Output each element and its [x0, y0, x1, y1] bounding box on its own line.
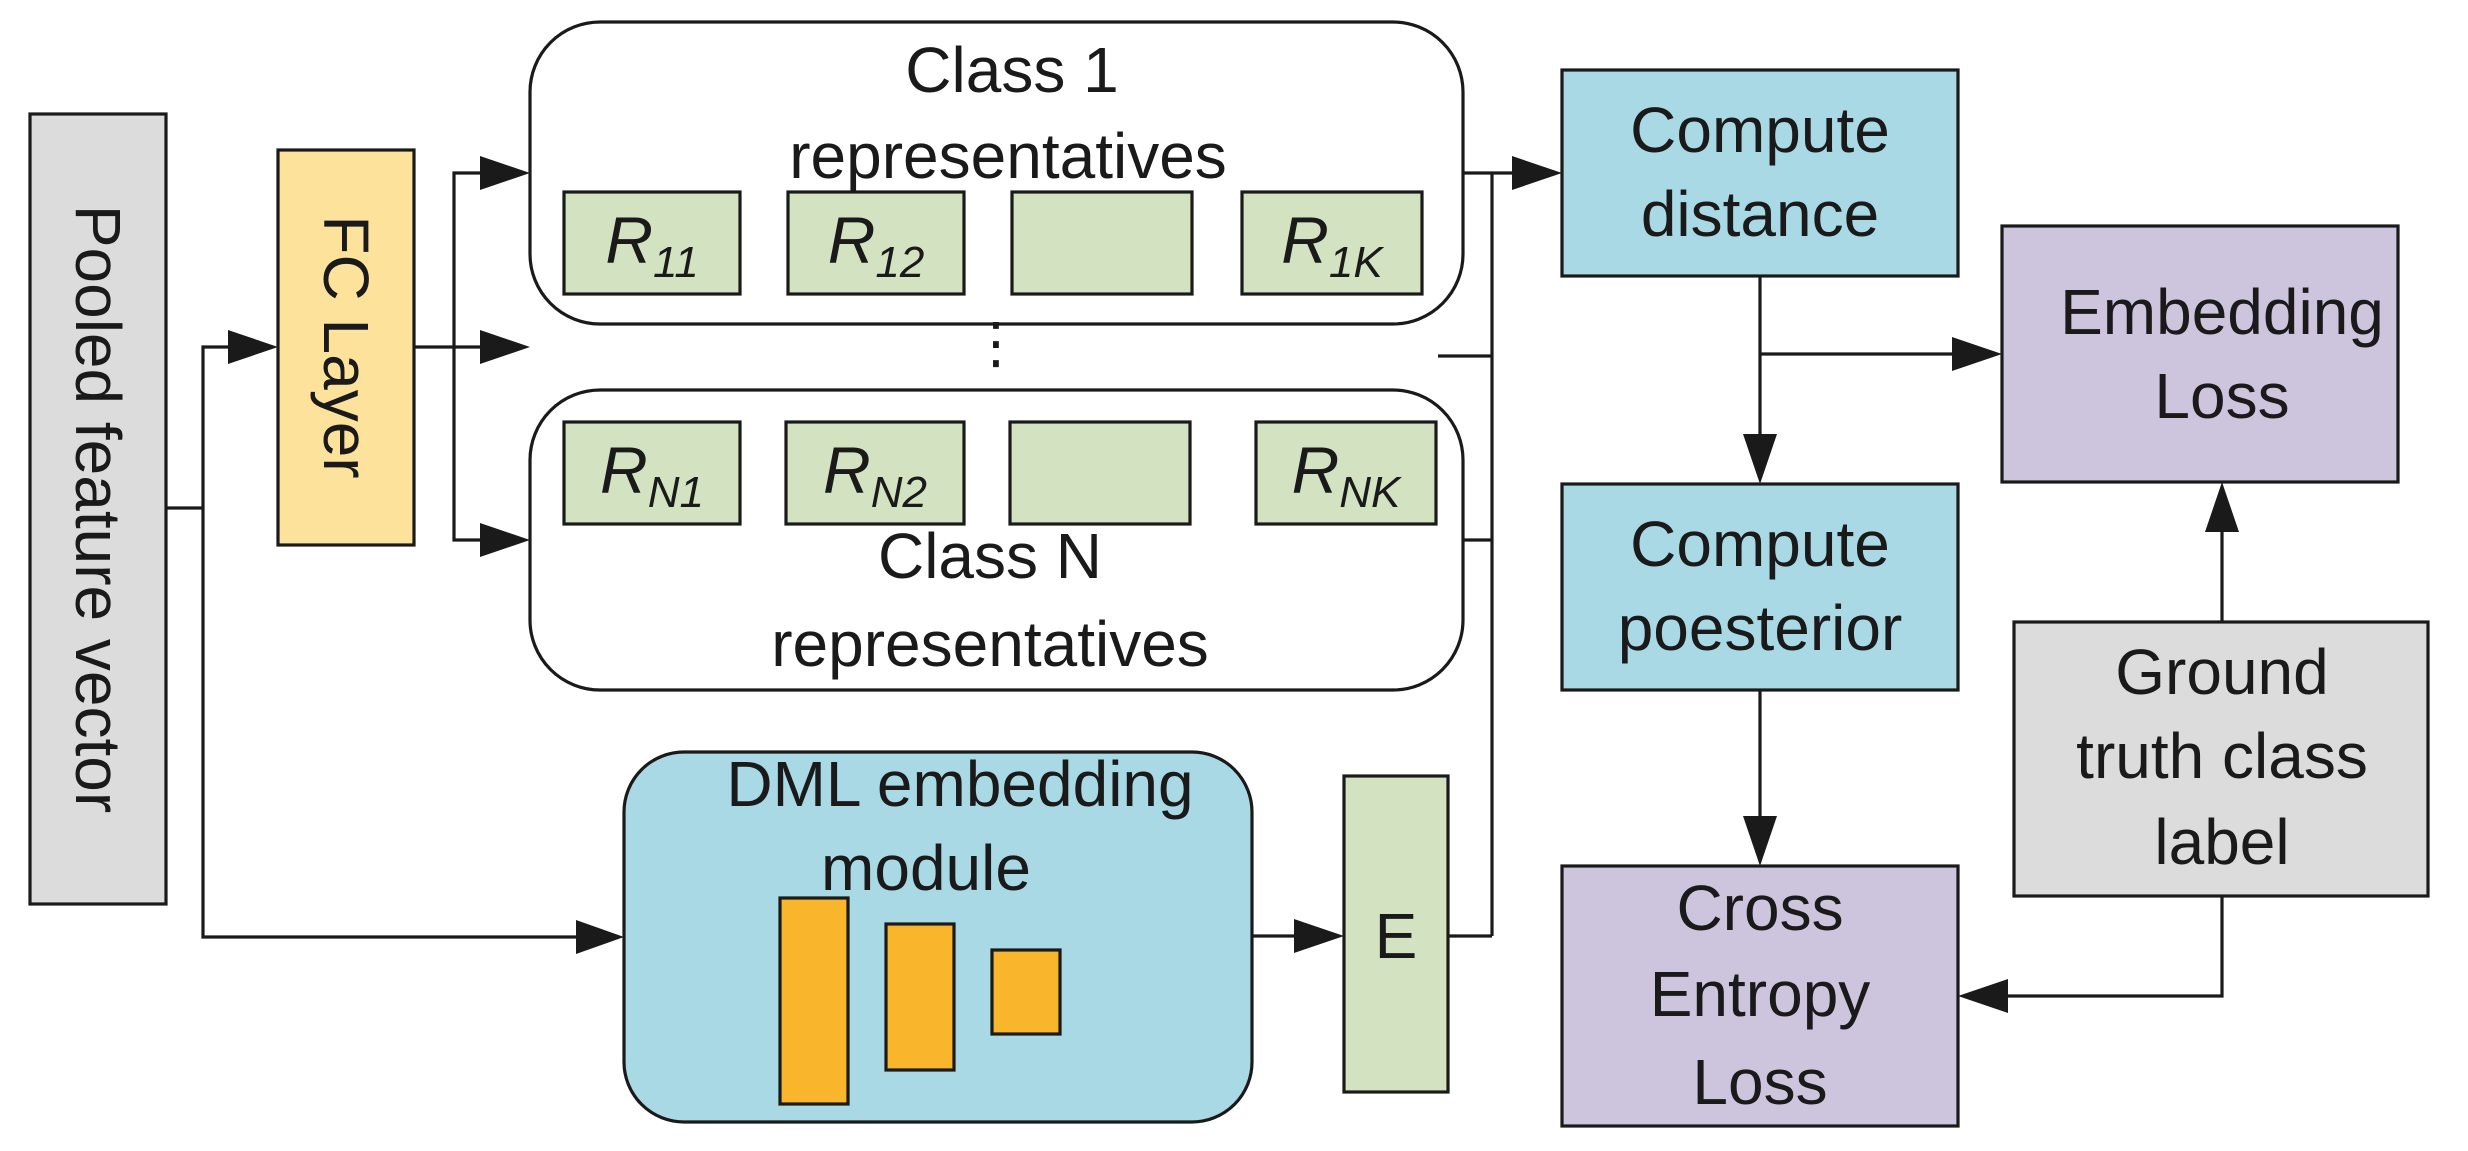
embedding-loss-line2: Loss: [2154, 360, 2289, 432]
dml-embedding-module-title: DML embedding: [726, 748, 1193, 820]
pooled-feature-vector-node: Pooled feature vector: [28, 112, 168, 906]
pooled-feature-vector-box: [28, 112, 168, 906]
arrow-into-class1: [480, 156, 530, 190]
compute-posterior-box: [1560, 482, 1960, 692]
class-1-rep-label: R12: [828, 203, 925, 287]
dml-embedding-module-subtitle: module: [821, 832, 1031, 904]
class-1-rep-cell: [1010, 190, 1194, 296]
compute-posterior-node: Compute poesterior: [1560, 482, 1960, 692]
class-n-rep-label: RN1: [600, 433, 704, 517]
embedding-e-label: E: [1375, 900, 1418, 972]
embedding-loss-box: [2000, 224, 2400, 484]
class-n-rep-cell: [784, 420, 966, 526]
class-n-rep-cell: [1254, 420, 1438, 526]
class-n-rep-label: RN2: [823, 433, 927, 517]
pooled-to-fc-wire: [201, 345, 228, 508]
pooled-feature-vector-label: Pooled feature vector: [62, 205, 134, 813]
arrow-into-embedding-loss: [1952, 337, 2002, 371]
ground-truth-label-node: Ground truth class label: [2012, 620, 2430, 898]
ground-truth-to-cross-entropy-wire: [2008, 896, 2224, 998]
class-1-rep-label: R1K: [1281, 203, 1384, 287]
class-n-rep-cell: [1008, 420, 1192, 526]
class-1-rep-cell: [1240, 190, 1424, 296]
ground-truth-line2: truth class: [2076, 720, 2368, 792]
embedding-e-node: E: [1342, 774, 1450, 1094]
connector-lines: [166, 171, 2224, 998]
fc-to-classn-wire: [452, 347, 480, 542]
class-n-rep-label: RNK: [1292, 433, 1402, 517]
ground-truth-line3: label: [2154, 806, 2289, 878]
class-1-representatives-group: Class 1 representatives R11 R12 R1K: [528, 20, 1465, 326]
pooled-to-dml-wire: [201, 508, 576, 939]
class-n-rep-row: RN1 RN2 RNK: [562, 420, 1438, 526]
compute-distance-line2: distance: [1641, 178, 1879, 250]
compute-distance-line1: Compute: [1630, 94, 1890, 166]
compute-posterior-line1: Compute: [1630, 508, 1890, 580]
class-1-subtitle: representatives: [789, 120, 1227, 192]
arrow-into-dml: [576, 920, 624, 954]
arrow-left-to-cross-entropy: [1958, 979, 2008, 1013]
class-n-title: Class N: [878, 520, 1102, 592]
classes-ellipsis: ⋮: [968, 311, 1024, 374]
class-1-title: Class 1: [905, 34, 1118, 106]
dml-layer-bar-large: [778, 896, 850, 1106]
cross-entropy-line1: Cross: [1676, 872, 1843, 944]
arrow-into-classn: [480, 523, 530, 557]
fc-layer-box: [276, 148, 416, 547]
embedding-e-box: [1342, 774, 1450, 1094]
fc-layer-node: FC Layer: [276, 148, 416, 547]
compute-distance-box: [1560, 68, 1960, 278]
ground-truth-label-box: [2012, 620, 2430, 898]
arrow-into-middle: [480, 330, 530, 364]
dml-layer-bar-medium: [884, 922, 956, 1072]
embedding-loss-line1: Embedding: [2060, 276, 2384, 348]
arrowheads: [228, 156, 2239, 1013]
arrow-into-e: [1294, 919, 1344, 953]
compute-distance-node: Compute distance: [1560, 68, 1960, 278]
arrow-into-posterior: [1743, 434, 1777, 484]
dml-layer-bar-small: [990, 948, 1062, 1036]
arrow-into-distance: [1512, 156, 1562, 190]
fc-to-class1-wire: [414, 171, 480, 349]
class-n-rep-cell: [562, 420, 742, 526]
class-1-rep-cell: [562, 190, 742, 296]
class-1-rep-label: R11: [605, 203, 698, 287]
cross-entropy-line2: Entropy: [1650, 958, 1871, 1030]
class-1-rep-row: R11 R12 R1K: [562, 190, 1424, 296]
cross-entropy-loss-node: Cross Entropy Loss: [1560, 864, 1960, 1128]
ground-truth-line1: Ground: [2115, 636, 2328, 708]
class-1-rep-cell: [786, 190, 966, 296]
class-n-subtitle: representatives: [771, 608, 1209, 680]
fc-layer-label: FC Layer: [310, 215, 382, 478]
class-n-representatives-group: RN1 RN2 RNK Class N representatives: [528, 388, 1465, 692]
arrow-up-to-embedding-loss: [2205, 482, 2239, 532]
arrow-into-cross-entropy: [1743, 816, 1777, 866]
embedding-loss-node: Embedding Loss: [2000, 224, 2400, 484]
dml-embedding-module-node: DML embedding module: [622, 748, 1254, 1124]
cross-entropy-line3: Loss: [1692, 1046, 1827, 1118]
compute-posterior-line2: poesterior: [1618, 592, 1903, 664]
arrow-into-fc: [228, 330, 278, 364]
